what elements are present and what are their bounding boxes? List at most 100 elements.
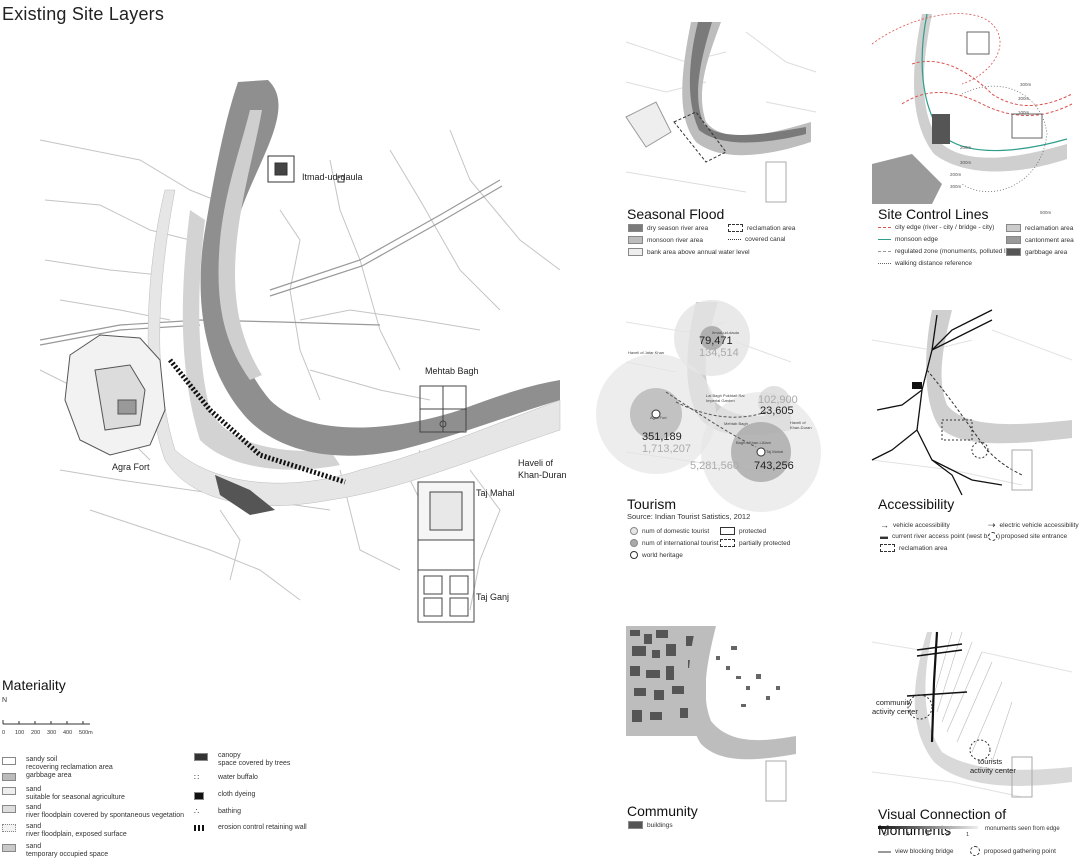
visual-scale-number: 3: [926, 832, 930, 838]
materiality-title: Materiality: [2, 677, 66, 693]
legend-label: vehicle accessibility: [893, 521, 950, 529]
tourism-itmad-domestic: 79,471: [699, 335, 733, 347]
north-label: N: [2, 697, 8, 704]
legend-label: partially protected: [739, 539, 791, 547]
mehtab-garden: [419, 385, 467, 433]
seasonal-flood-title: Seasonal Flood: [627, 206, 725, 222]
legend-label: num of domestic tourist: [642, 527, 710, 535]
itmad-complex: [267, 155, 345, 183]
legend-item: reclamation area: [1006, 224, 1073, 232]
dashed-arrow-icon: ⇢: [988, 520, 996, 530]
legend-item: buildings: [628, 821, 673, 829]
legend-item: monsoon river area: [628, 236, 703, 244]
materiality-label: water buffalo: [218, 774, 258, 781]
legend-item: num of international tourist: [630, 539, 719, 547]
reclamation-dark: [215, 475, 275, 515]
materiality-label: sand: [26, 823, 42, 830]
legend-label: reclamation area: [1025, 224, 1074, 232]
legend-label: reclamation area: [899, 544, 948, 552]
site-control-title: Site Control Lines: [878, 206, 989, 222]
materiality-sublabel: river floodplain covered by spontaneous …: [26, 812, 184, 819]
tourism-map-label: Mehtab Bagh: [724, 421, 748, 426]
scale-tick-2: 200: [31, 730, 41, 736]
tourism-map-label: Taj Mahal: [766, 449, 784, 454]
legend-item: monsoon edge: [878, 236, 938, 243]
floodplain-area: [147, 189, 561, 506]
tourism-map-label: Bagh-i-Khan-i-Alam: [736, 440, 771, 445]
legend-label: num of international tourist: [642, 539, 719, 547]
legend-item: city edge (river - city / bridge - city): [878, 224, 994, 231]
scale-tick-0: 0: [2, 730, 6, 736]
visual-label-community-2: activity center: [872, 707, 918, 716]
tourism-taj-domestic: 5,281,560: [690, 460, 739, 472]
scale-tick-3: 300: [47, 730, 57, 736]
legend-item: dry season river area: [628, 224, 708, 232]
legend-item: num of domestic tourist: [630, 527, 709, 535]
materiality-label: erosion control retaining wall: [218, 824, 307, 831]
tourism-map-label: Haveli of Jafar Khan: [628, 350, 665, 355]
legend-label: garbbage area: [1025, 248, 1068, 256]
legend-item: cantonment area: [1006, 236, 1074, 244]
agra-fort-outline: [64, 334, 166, 456]
visual-scale-number: 1: [966, 832, 970, 838]
materiality-sublabel: recovering reclamation area: [26, 764, 113, 771]
control-dist-label: 500m: [1040, 210, 1052, 215]
tourism-mehtab-domestic: 23,605: [760, 405, 794, 417]
main-site-map: [39, 80, 561, 623]
control-dist-label: 300m: [1020, 82, 1032, 87]
tourism-map-label: Agra Fort: [650, 415, 667, 420]
control-dist-label: 200m: [950, 172, 962, 177]
rail-lines: [39, 179, 503, 346]
legend-item: walking distance reference: [878, 260, 972, 267]
legend-label: protected: [739, 527, 767, 535]
accessibility-title: Accessibility: [878, 496, 955, 512]
retaining-wall-line: [168, 358, 346, 485]
legend-item: garbbage area: [1006, 248, 1067, 256]
visual-scale-caption: monuments seen from edge: [985, 826, 1060, 832]
control-dist-label: 300m: [960, 160, 972, 165]
legend-item: →vehicle accessibility: [880, 520, 950, 530]
legend-label: covered canal: [745, 236, 786, 243]
community-title: Community: [627, 803, 698, 819]
legend-label: walking distance reference: [895, 260, 972, 267]
page-title: Existing Site Layers: [2, 4, 165, 24]
legend-label: proposed site entrance: [1001, 533, 1068, 540]
scale-tick-1: 100: [15, 730, 25, 736]
scale-bar: [2, 720, 90, 725]
tourism-itmad-international: 134,514: [699, 347, 739, 359]
legend-label: view blocking bridge: [895, 848, 954, 855]
legend-item: partially protected: [720, 539, 790, 547]
visual-label-tourists-2: activity center: [970, 766, 1016, 775]
legend-label: electric vehicle accessibility: [999, 522, 1079, 529]
legend-label: monsoon edge: [895, 236, 939, 243]
tourism-map: [596, 300, 821, 512]
label-taj-ganj: Taj Ganj: [476, 592, 510, 602]
tourism-mehtab-international: 102,900: [758, 394, 798, 406]
visual-scale-number: 2: [946, 832, 950, 838]
river-channel-light: [218, 110, 262, 380]
tourism-source: Source: Indian Tourist Satistics, 2012: [627, 512, 751, 521]
legend-item: world heritage: [630, 551, 683, 559]
legend-item: ⇢electric vehicle accessibility: [988, 520, 1079, 531]
seasonal-flood-map: [625, 22, 817, 203]
tourism-fort-domestic: 351,189: [642, 431, 682, 443]
visual-label-tourists-1: tourists: [978, 757, 1003, 766]
legend-label: city edge (river - city / bridge - city): [895, 224, 995, 231]
control-dist-label: 300m: [950, 184, 962, 189]
control-dist-label: 300m: [1018, 96, 1030, 101]
materiality-label: sandy soil: [26, 756, 58, 763]
visual-scale-number: 4: [906, 832, 910, 838]
materiality-label: bathing: [218, 808, 241, 815]
scale-tick-5: 500m: [79, 730, 93, 736]
legend-label: buildings: [647, 821, 673, 829]
label-mehtab: Mehtab Bagh: [425, 366, 479, 376]
legend-item: proposed site entrance: [988, 532, 1067, 541]
tourism-map-label: Itmad-ud-daula: [712, 330, 739, 335]
tourism-title: Tourism: [627, 496, 677, 512]
legend-label: world heritage: [642, 551, 683, 559]
legend-item: ▬current river access point (west bank): [880, 532, 1000, 541]
legend-label: dry season river area: [647, 224, 709, 232]
label-taj-mahal: Taj Mahal: [476, 488, 515, 498]
tourism-map-label: Haveli of Khan-Duran: [790, 420, 812, 430]
visual-scale-number: 5: [884, 832, 888, 838]
